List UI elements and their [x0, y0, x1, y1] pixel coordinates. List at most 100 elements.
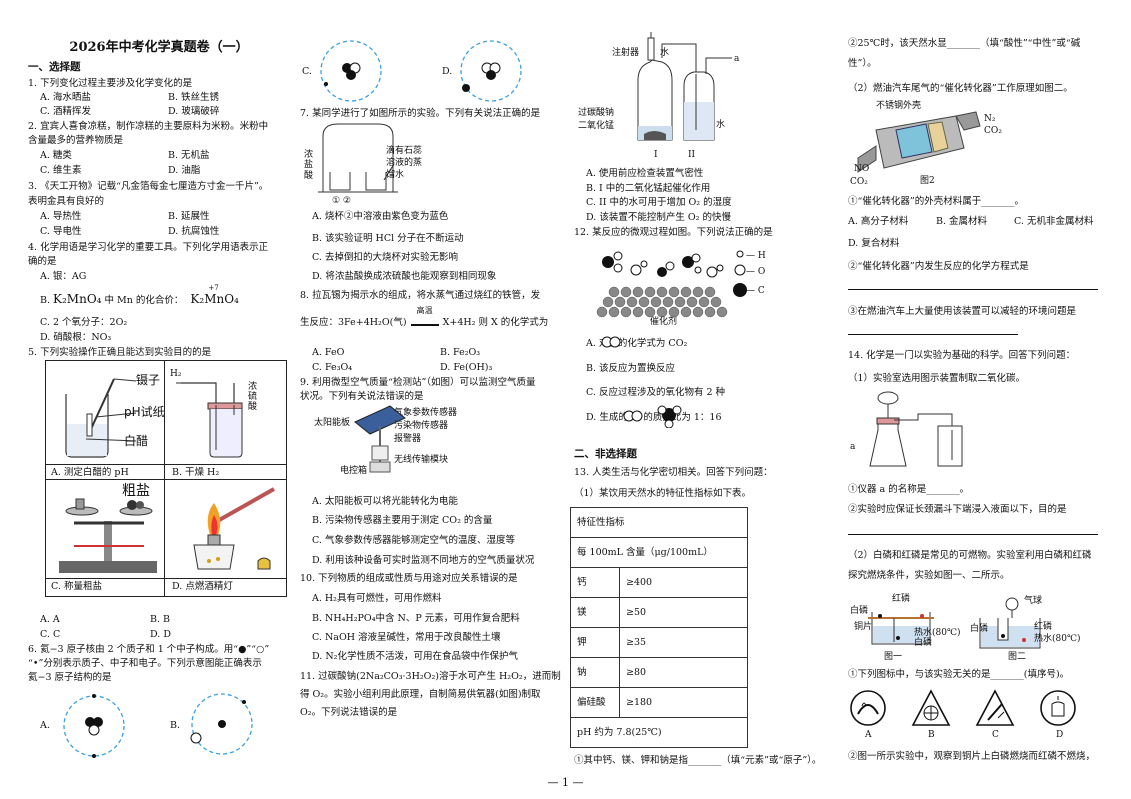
- dry-h2-figure: [176, 382, 243, 458]
- q10-option-a: A. H₂具有可燃性，可用作燃料: [312, 593, 442, 604]
- answer-line[interactable]: [848, 334, 1018, 335]
- q2-option-c: C. 维生素: [40, 165, 82, 176]
- q6-stem: 6. 氦−3 原子核由 2 个质子和 1 个中子构成。用“●”“○”: [28, 644, 270, 655]
- q13-q5: ③在燃油汽车上大量使用该装置可以减轻的环境问题是: [848, 306, 1077, 317]
- q8-equation: 生反应：3Fe+4H₂O(气) 高温 X+4H₂ 则 X 的化学式为: [300, 306, 549, 328]
- funnel-a-label: a: [850, 442, 856, 452]
- q7-stem: 7. 某同学进行了如图所示的实验。下列有关说法正确的是: [300, 108, 541, 119]
- alcohol-lamp-figure: [193, 487, 275, 570]
- wash-hands-icon: [1040, 690, 1076, 726]
- legend-h: — H: [746, 251, 766, 261]
- q13-q2-cont: 性”）。: [848, 58, 877, 69]
- white-p-label-2: 白磷: [914, 638, 933, 648]
- q5-caption-b: B. 干燥 H₂: [172, 467, 220, 478]
- litmus-label-3: 馏水: [386, 170, 405, 180]
- q2-option-d: D. 油脂: [168, 165, 201, 176]
- q10-option-b: B. NH₄H₂PO₄中含 N、P 元素，可用作复合肥料: [312, 613, 520, 624]
- q1-stem: 1. 下列变化过程主要涉及化学变化的是: [28, 78, 193, 89]
- q2-option-b: B. 无机盐: [168, 150, 210, 161]
- q7-option-d: D. 将浓盐酸换成浓硫酸也能观察到相同现象: [312, 271, 497, 282]
- q5-option-b: B. B: [150, 614, 171, 625]
- q8-option-b: B. Fe₂O₃: [440, 347, 481, 358]
- icon-label-c: C: [992, 730, 999, 740]
- q3-option-c: C. 导电性: [40, 226, 82, 237]
- hot-water-label-2: 热水(80℃): [1034, 634, 1081, 644]
- q14-q1: ①仪器 a 的名称是_______。: [848, 484, 969, 495]
- q13-option-c: C. 无机非金属材料: [1014, 216, 1094, 227]
- q4-stem: 4. 化学用语是学习化学的重要工具。下列化学用语表示正: [28, 242, 269, 253]
- water-index-table: 特征性指标 每 100mL 含量（μg/100mL） 钙≥400 镁≥50 钾≥…: [570, 507, 748, 748]
- table-row: 钠≥80: [570, 657, 748, 688]
- icon-label-b: B: [928, 730, 935, 740]
- section-heading-1: 一、选择题: [28, 61, 81, 73]
- catalyst-label: 催化剂: [650, 317, 678, 327]
- q13-q3: ①“催化转化器”的外壳材料属于_______。: [848, 196, 1024, 207]
- q14-sub2: （2）白磷和红磷是常见的可燃物。实验室利用白磷和红磷: [848, 550, 1092, 561]
- beaker-experiment-figure: [318, 123, 398, 193]
- legend-o: — O: [746, 267, 766, 277]
- oxygen-generator-figure: [637, 32, 732, 141]
- water-label-top: 水: [660, 48, 670, 58]
- answer-line[interactable]: [848, 534, 1098, 535]
- q5-caption-d: D. 点燃酒精灯: [172, 581, 233, 592]
- syringe-label: 注射器: [612, 48, 640, 58]
- q3-option-d: D. 抗腐蚀性: [168, 226, 220, 237]
- ventilation-icon: [911, 689, 951, 726]
- no-label: NO: [854, 164, 870, 174]
- q13-sub1: （1）某饮用天然水的特征性指标如下表。: [574, 488, 752, 499]
- ph-test-figure: [65, 378, 137, 458]
- answer-line[interactable]: [848, 289, 1098, 290]
- alarm-label: 报警器: [394, 434, 422, 444]
- q3-stem-cont: 表明金具有良好的: [28, 196, 105, 207]
- icon-label-d: D: [1056, 730, 1064, 740]
- q5-figure-grid: 镊子 pH试纸 白醋 A. 测定白醋的 pH H₂ 浓硫酸 B. 干燥 H₂ 粗…: [45, 360, 287, 597]
- litmus-label-2: 溶液的蒸: [386, 158, 423, 168]
- q13-q1: ①其中钙、镁、钾和钠是指_______（填“元素”或“原子”）。: [574, 755, 822, 766]
- table-row: 钙≥400: [570, 567, 748, 598]
- atom-diagram-c: [320, 40, 382, 102]
- q14-q3: ①下列图标中，与该实验无关的是_______(填序号)。: [848, 669, 1070, 680]
- conc-hcl-label: 浓盐酸: [304, 150, 314, 181]
- red-p-label-1: 红磷: [892, 594, 911, 604]
- water-label-right: 水: [716, 120, 726, 130]
- q7-option-a: A. 烧杯②中溶液由紫色变为蓝色: [312, 211, 449, 222]
- q11-stem: 11. 过碳酸钠(2Na₂CO₃·3H₂O₂)溶于水可产生 H₂O₂，进而制: [300, 671, 561, 682]
- q9-option-d: D. 利用该种设备可实时监测不同地方的空气质量状况: [312, 555, 535, 566]
- q11-option-c: C. II 中的水可用于增加 O₂ 的湿度: [586, 197, 732, 208]
- q14-q2: ②实验时应保证长颈漏斗下端浸入液面以下，目的是: [848, 504, 1067, 515]
- q8-option-a: A. FeO: [312, 347, 345, 358]
- q11-option-b: B. I 中的二氧化锰起催化作用: [586, 183, 711, 194]
- q10-stem: 10. 下列物质的组成或性质与用途对应关系错误的是: [300, 573, 518, 584]
- catalytic-converter-figure: [857, 111, 981, 173]
- legend-c: — C: [746, 286, 765, 296]
- litmus-label-1: 滴有石蕊: [386, 146, 423, 156]
- q14-sub1: （1）实验室选用图示装置制取二氧化碳。: [848, 373, 1026, 384]
- balance-figure: [59, 498, 157, 573]
- o2-molecule-icon: [623, 410, 643, 422]
- q13-option-a: A. 高分子材料: [848, 216, 909, 227]
- q13-q4: ②“催化转化器”内发生反应的化学方程式是: [848, 261, 1029, 272]
- q4-option-a: A. 银：AG: [40, 271, 87, 282]
- solar-panel-label: 太阳能板: [314, 418, 351, 428]
- q12-option-c: C. 反应过程涉及的氧化物有 2 种: [586, 387, 726, 398]
- section-heading-2: 二、非选择题: [574, 448, 637, 460]
- q5-option-d: D. D: [150, 629, 171, 640]
- q13-stem: 13. 人类生活与化学密切相关。回答下列问题：: [574, 467, 773, 478]
- q10-option-d: D. N₂化学性质不活泼，可用在食品袋中作保护气: [312, 651, 518, 662]
- figure-one-apparatus: [868, 612, 934, 645]
- conc-acid-label: 浓硫酸: [248, 382, 258, 412]
- q14-q4: ②图一所示实验中，观察到铜片上白磷燃烧而红磷不燃烧，: [848, 751, 1096, 762]
- icon-label-a: A: [865, 730, 872, 740]
- atom-diagram-a: [63, 694, 125, 758]
- q1-option-a: A. 海水晒盐: [40, 92, 91, 103]
- q12-stem: 12. 某反应的微观过程如图。下列说法正确的是: [574, 227, 773, 238]
- q2-stem-cont: 含量最多的营养物质是: [28, 135, 124, 146]
- q13-option-d: D. 复合材料: [848, 238, 900, 249]
- q6-option-d: D.: [442, 66, 453, 77]
- bottle-ii-label: II: [688, 150, 696, 160]
- bottle-i-label: I: [654, 150, 658, 160]
- q1-option-d: D. 玻璃破碎: [168, 106, 220, 117]
- q14-sub2-cont: 探究燃烧条件，实验如图一、二所示。: [848, 570, 1010, 581]
- atom-diagram-b: [190, 693, 253, 755]
